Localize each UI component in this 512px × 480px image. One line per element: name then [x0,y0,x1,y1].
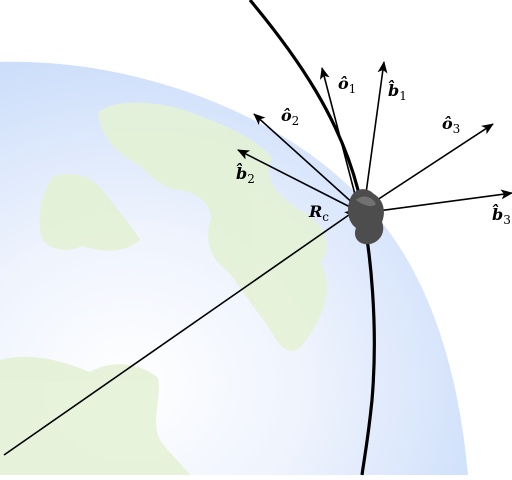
vector-o2 [253,113,357,207]
continents [0,102,328,475]
label-b1: b̂1 [388,80,407,103]
vector-o1 [319,67,359,207]
label-b2: b̂2 [236,163,255,186]
satellite-icon [348,189,384,245]
continent-south [0,356,190,475]
label-o1: ô1 [338,74,356,96]
frame-vectors [237,61,512,213]
label-rc: Rc [308,202,329,224]
vector-o3 [367,123,494,207]
orbit-path [248,0,376,476]
continent-north [98,102,328,351]
vector-b2 [237,149,355,210]
label-b3: b̂3 [492,204,511,227]
vector-b3 [369,189,512,213]
label-o2: ô2 [281,106,299,128]
continent-west [39,173,140,251]
vector-b1 [363,61,388,209]
radius-vector-rc [3,209,357,456]
label-o3: ô3 [442,114,460,136]
